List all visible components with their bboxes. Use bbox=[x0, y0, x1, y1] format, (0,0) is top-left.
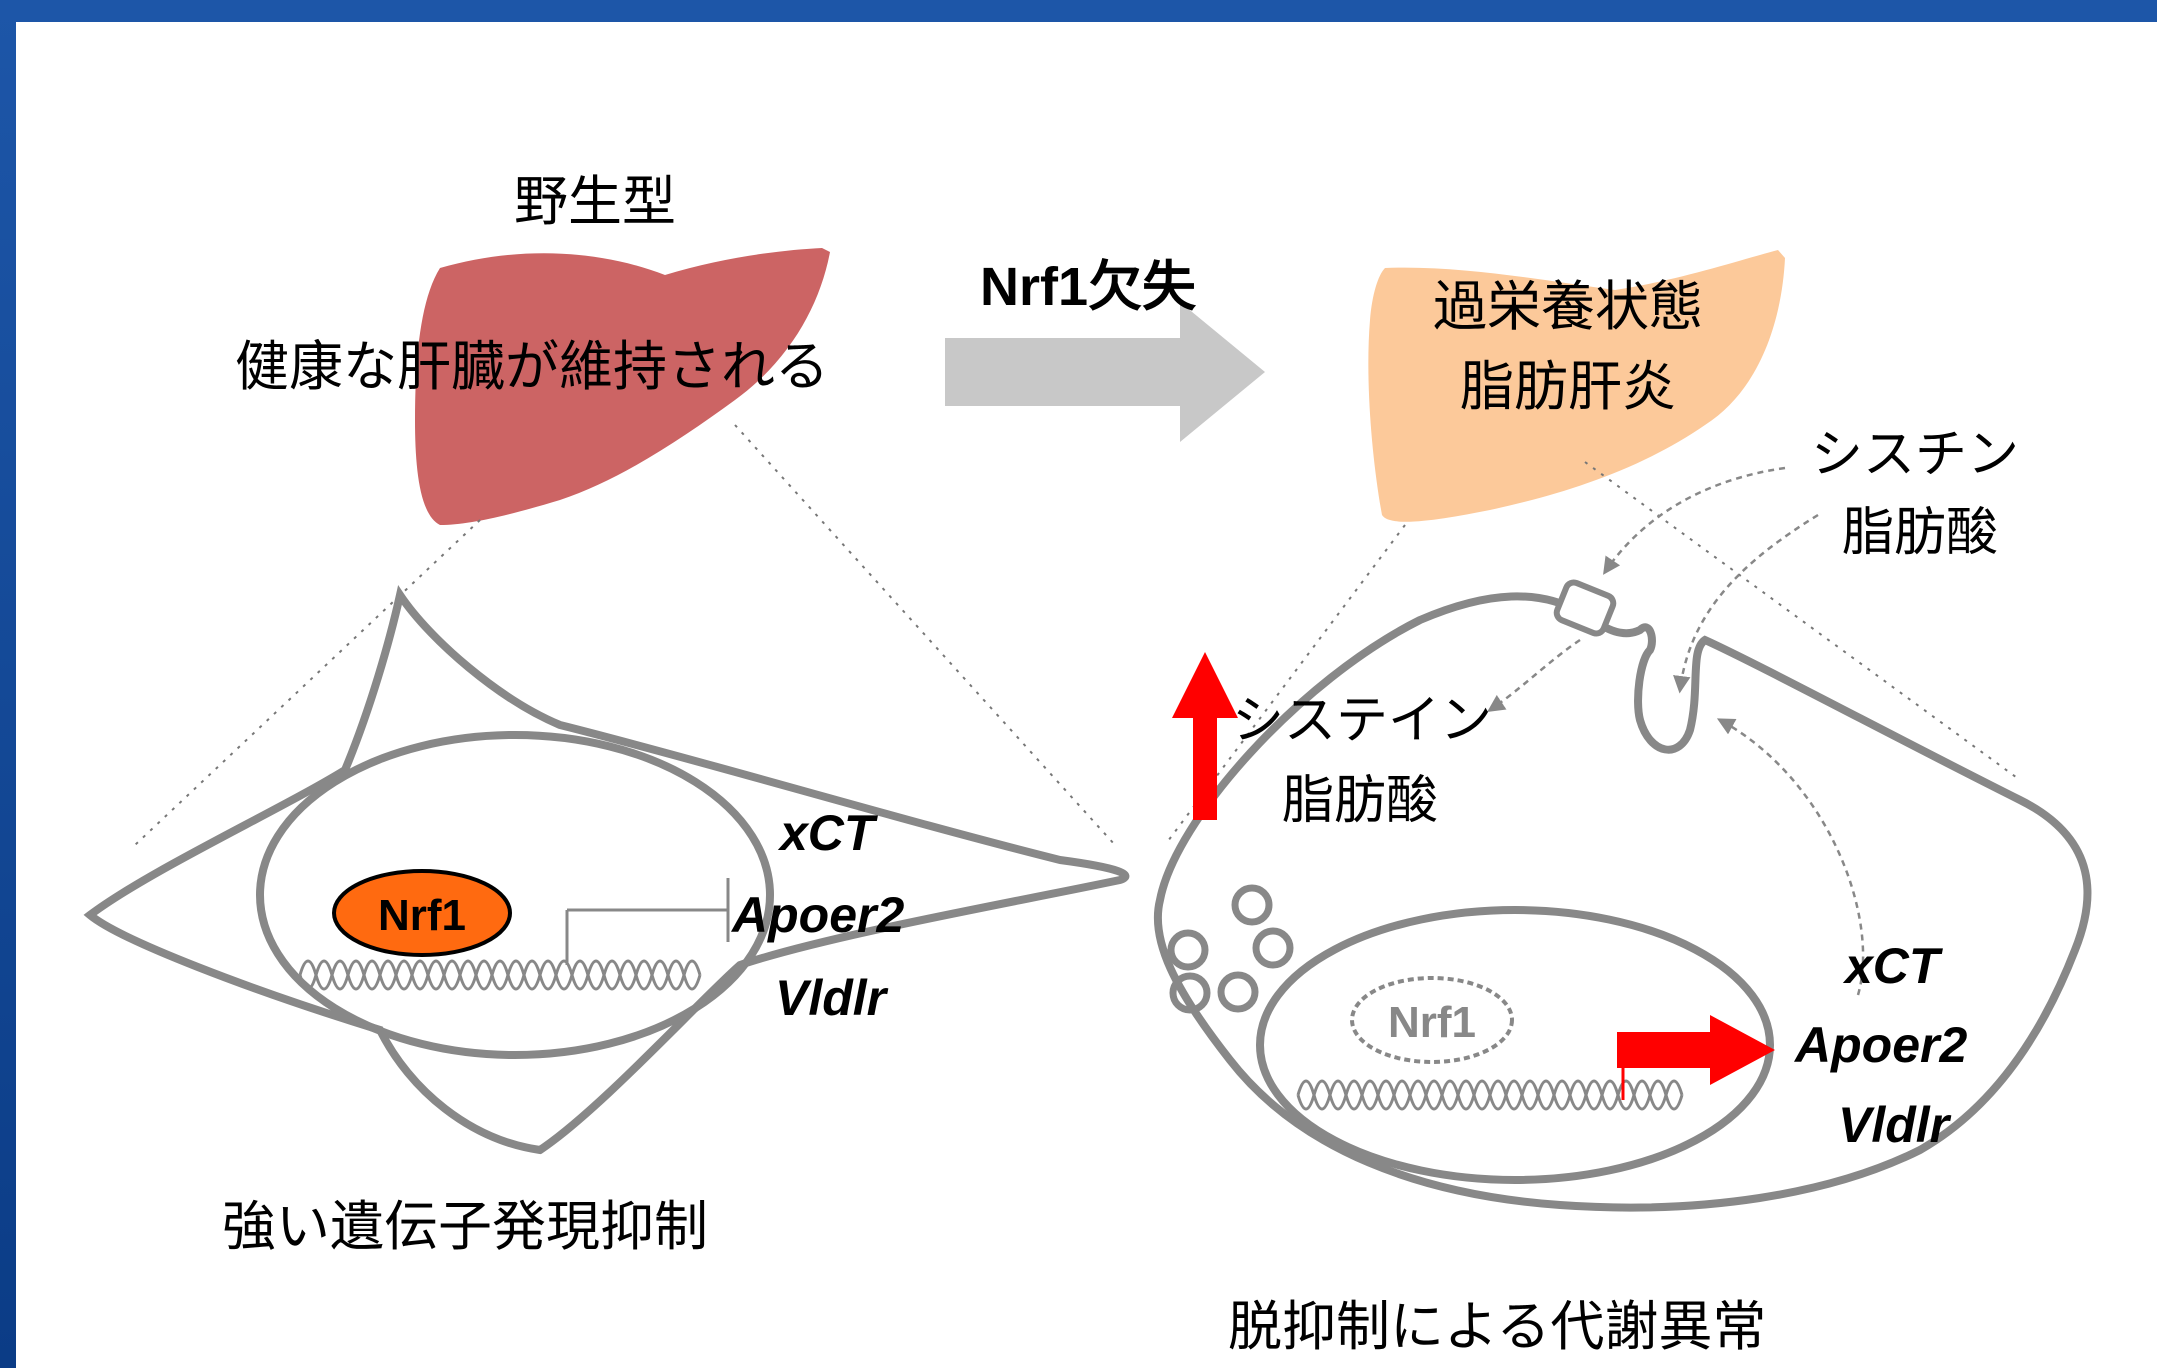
nrf1-deficiency-label: Nrf1欠失 bbox=[980, 257, 1197, 317]
nrf1-absent-oval bbox=[1350, 976, 1514, 1064]
right-cell-nucleus bbox=[1256, 906, 1774, 1184]
cystine-label: シスチン bbox=[1811, 425, 2019, 485]
gene-xct-left: xCT bbox=[777, 805, 879, 861]
mutant-state-line2: 脂肪肝炎 bbox=[1460, 355, 1676, 418]
healthy-liver-text: 健康な肝臓が維持される bbox=[235, 335, 829, 398]
projection-lines-left bbox=[134, 424, 1116, 846]
gene-vldlr-left: Vldlr bbox=[775, 970, 889, 1026]
derepression-caption: 脱抑制による代謝異常 bbox=[1228, 1295, 1766, 1358]
left-cell-nucleus bbox=[256, 731, 774, 1059]
mutant-liver bbox=[1368, 250, 1785, 522]
transporter-icon bbox=[1553, 579, 1617, 637]
projection-lines-right bbox=[1164, 461, 2021, 846]
gene-apoer2-right: Apoer2 bbox=[1793, 1017, 1967, 1073]
uptake-arrows bbox=[1487, 466, 1865, 996]
block-arrow-right bbox=[945, 302, 1265, 442]
mutant-state-line1: 過栄養状態 bbox=[1433, 275, 1703, 338]
strong-repression-caption: 強い遺伝子発現抑制 bbox=[222, 1195, 708, 1258]
left-cell-membrane bbox=[83, 584, 1130, 1155]
dna-icon bbox=[1296, 1079, 1684, 1111]
gene-apoer2-left: Apoer2 bbox=[730, 887, 904, 943]
fatty-acid-outside-label: 脂肪酸 bbox=[1842, 503, 1998, 563]
red-up-arrow bbox=[1172, 652, 1238, 820]
nrf1-active-oval bbox=[332, 869, 512, 957]
repression-bracket bbox=[565, 878, 730, 965]
red-right-arrow bbox=[1617, 1015, 1775, 1100]
gene-xct-right: xCT bbox=[1842, 938, 1944, 994]
nrf1-label-right: Nrf1 bbox=[1388, 998, 1476, 1047]
dna-icon bbox=[298, 959, 702, 991]
fatty-acid-inside-label: 脂肪酸 bbox=[1282, 771, 1438, 831]
gene-vldlr-right: Vldlr bbox=[1838, 1097, 1952, 1153]
cysteine-label: システイン bbox=[1232, 691, 1492, 751]
diagram-svg: Nrf1 xCT Apoer2 Vldlr Nrf1 bbox=[83, 170, 2092, 1358]
wild-type-title: 野生型 bbox=[514, 170, 676, 233]
vesicles bbox=[1167, 884, 1294, 1014]
wild-type-liver bbox=[415, 248, 830, 525]
slide-canvas: Nrf1 xCT Apoer2 Vldlr Nrf1 bbox=[16, 22, 2157, 1368]
nrf1-label-left: Nrf1 bbox=[378, 891, 466, 940]
